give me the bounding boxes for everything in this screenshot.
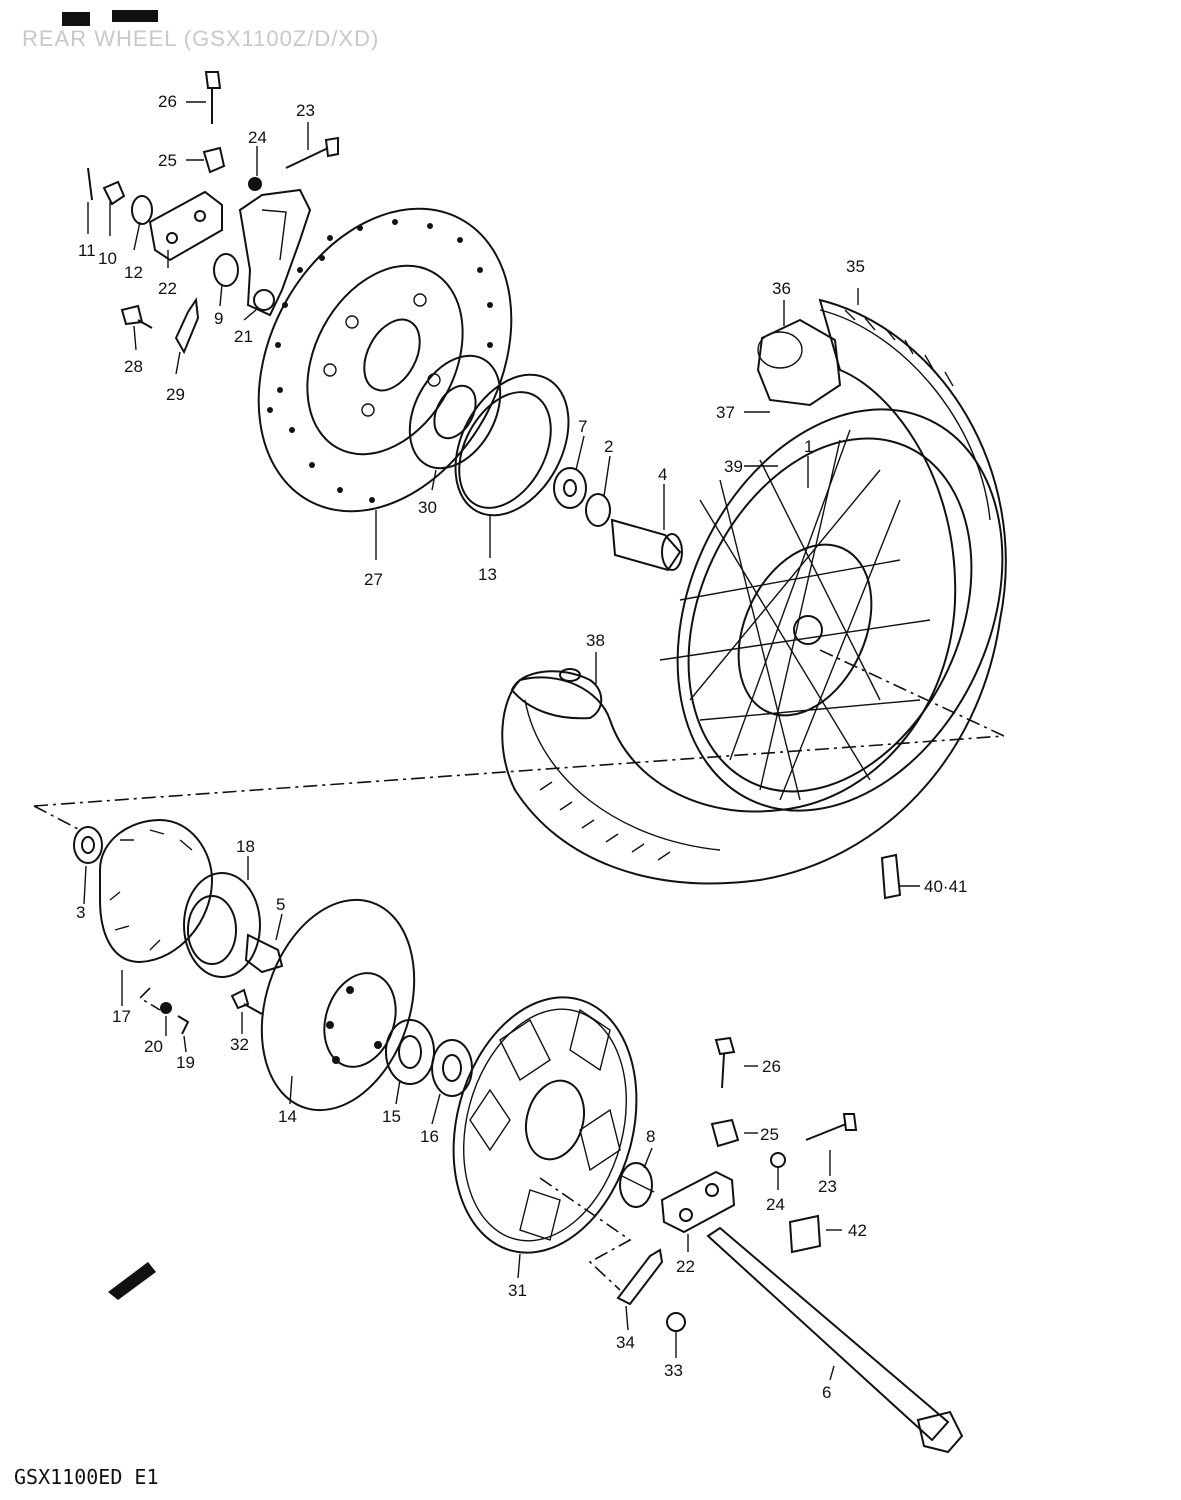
callout-labels: 26 23 24 25 11 10 12 22 9 21 28 29 27 30… [76, 92, 967, 1402]
torque-link-22-upper [148, 190, 223, 262]
callout-15: 15 [382, 1107, 401, 1126]
callout-3: 3 [76, 903, 85, 922]
callout-33: 33 [664, 1361, 683, 1380]
bolt-26-upper [204, 71, 222, 124]
plate-42 [788, 1214, 822, 1254]
bolt-23-upper [285, 136, 339, 169]
callout-35: 35 [846, 257, 865, 276]
cotter-pin-11 [87, 167, 93, 201]
valve-40-41 [880, 853, 902, 900]
bearing-7 [553, 467, 587, 509]
callout-7: 7 [578, 417, 587, 436]
callout-39: 39 [724, 457, 743, 476]
callout-2: 2 [604, 437, 613, 456]
drum-14 [260, 898, 416, 1112]
callout-42: 42 [848, 1221, 867, 1240]
callout-9: 9 [214, 309, 223, 328]
washer-12 [131, 195, 153, 225]
callout-24-lower: 24 [766, 1195, 785, 1214]
callout-16: 16 [420, 1127, 439, 1146]
tire [501, 298, 1007, 885]
front-direction-arrow-icon [108, 1262, 156, 1300]
nut-25-upper [202, 146, 226, 174]
spoked-wheel-rim [659, 408, 1004, 812]
callout-36: 36 [772, 279, 791, 298]
leader-lines [83, 101, 920, 1381]
callout-22-lower: 22 [676, 1257, 695, 1276]
axle-spacer-4 [610, 518, 683, 572]
bolt-26-lower [714, 1036, 736, 1089]
callout-10: 10 [98, 249, 117, 268]
callout-34: 34 [616, 1333, 635, 1352]
callout-21: 21 [234, 327, 253, 346]
callout-18: 18 [236, 837, 255, 856]
alignment-lines [33, 649, 1005, 1291]
spacer-8 [619, 1162, 655, 1208]
callout-30: 30 [418, 498, 437, 517]
callout-8: 8 [646, 1127, 655, 1146]
axle-6 [706, 1226, 964, 1454]
spacer-15 [385, 1019, 435, 1085]
callout-4: 4 [658, 465, 667, 484]
bearing-16 [431, 1039, 473, 1097]
nut-10 [102, 180, 126, 206]
callout-23: 23 [296, 101, 315, 120]
callout-6: 6 [822, 1383, 831, 1402]
bolt-23-lower [805, 1113, 858, 1141]
bolt-32 [230, 988, 263, 1015]
hub-18 [183, 872, 261, 978]
header-logo [62, 10, 158, 26]
torque-link-22-lower [660, 1170, 736, 1234]
bearing-3 [73, 826, 103, 864]
callout-19: 19 [176, 1053, 195, 1072]
clip-29 [174, 297, 200, 355]
caliper-bracket-21 [238, 188, 312, 317]
rim-band-38 [510, 668, 603, 720]
callout-28: 28 [124, 357, 143, 376]
callout-38: 38 [586, 631, 605, 650]
callout-5: 5 [276, 895, 285, 914]
tube-36 [756, 318, 842, 407]
nut-24-upper [248, 177, 262, 191]
callout-27: 27 [364, 570, 383, 589]
callout-29: 29 [166, 385, 185, 404]
nut-25-lower [710, 1118, 740, 1148]
brake-disc [257, 207, 513, 513]
callout-12: 12 [124, 263, 143, 282]
bolt-28 [120, 304, 153, 329]
callout-40-41: 40·41 [924, 877, 967, 896]
callout-13: 13 [478, 565, 497, 584]
callout-11: 11 [78, 241, 96, 260]
nut-33 [666, 1312, 686, 1332]
nut-20 [160, 1002, 172, 1014]
callout-23-lower: 23 [818, 1177, 837, 1196]
spacer-30 [408, 354, 502, 470]
washer-19 [177, 1015, 190, 1035]
model-code: GSX1100ED E1 [14, 1465, 159, 1489]
callout-17: 17 [112, 1007, 131, 1026]
seal-ring-13 [454, 373, 570, 517]
callout-14: 14 [278, 1107, 297, 1126]
callout-24: 24 [248, 128, 267, 147]
callout-1: 1 [804, 437, 813, 456]
callout-37: 37 [716, 403, 735, 422]
callout-22: 22 [158, 279, 177, 298]
sprocket-31 [452, 996, 638, 1254]
bolt-5 [244, 933, 284, 974]
callout-32: 32 [230, 1035, 249, 1054]
callout-31: 31 [508, 1281, 527, 1300]
callout-25-lower: 25 [760, 1125, 779, 1144]
callout-26: 26 [158, 92, 177, 111]
spacer-9 [213, 253, 239, 287]
nut-24-lower [770, 1152, 786, 1168]
callout-25: 25 [158, 151, 177, 170]
diagram-title: REAR WHEEL (GSX1100Z/D/XD) [22, 26, 379, 51]
callout-26-lower: 26 [762, 1057, 781, 1076]
spacer-2 [585, 493, 611, 527]
clip-34 [616, 1248, 664, 1306]
cushion-17 [99, 818, 214, 964]
callout-20: 20 [144, 1037, 163, 1056]
